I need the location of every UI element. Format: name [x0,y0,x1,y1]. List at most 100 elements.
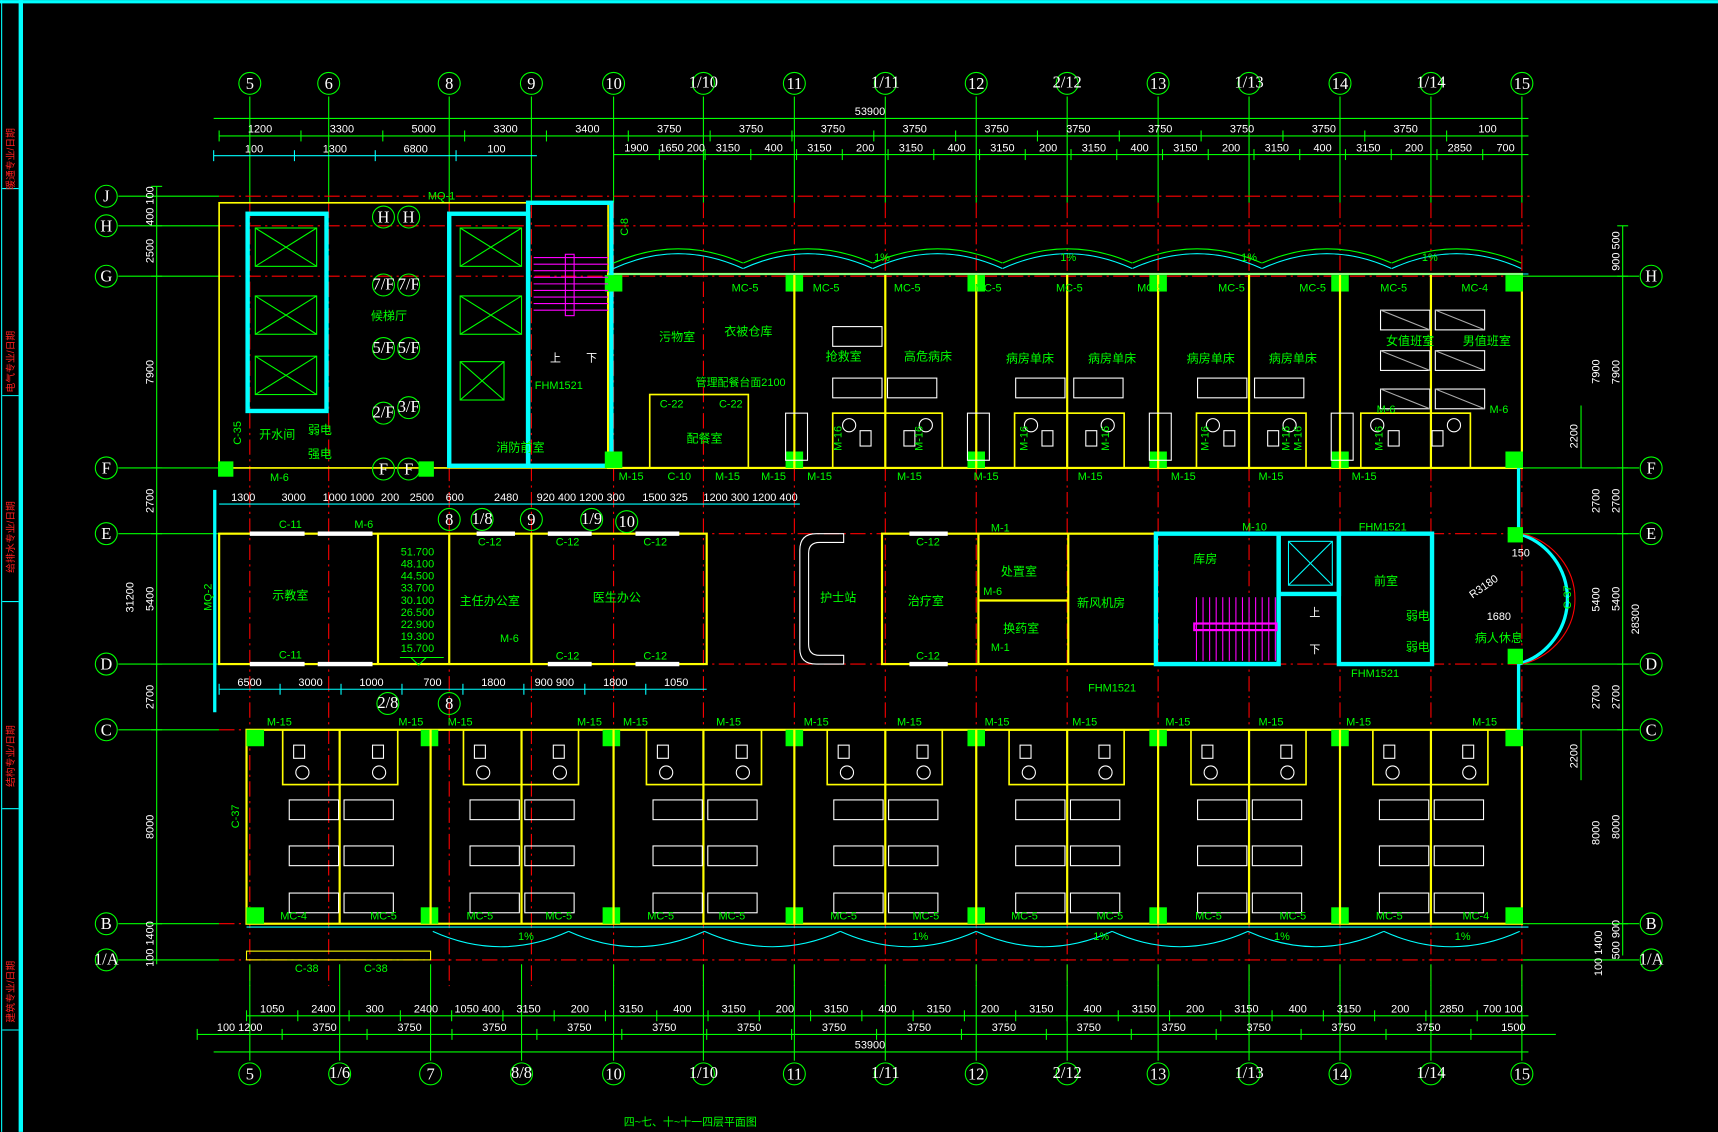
axis-bubble-core: 7/F [397,273,421,297]
axis-bubble-bottom: 1/11 [871,1062,900,1086]
axis-bubble-top: 14 [1328,71,1352,95]
tag-door: M-15 [715,471,740,483]
dimension-value: 1500 325 [642,492,688,504]
balcony-edge [1391,248,1522,264]
dimension-value: 5400 [144,587,156,611]
tag-door: M-6 [1377,404,1396,416]
tag-balcony-door: MC-5 [1137,283,1164,295]
axis-bubble-top: 11 [782,71,806,95]
bed [1251,799,1303,821]
dimension-value: 8000 [1591,821,1603,845]
fixtures [218,248,1529,961]
tag-slope: 1% [518,931,534,943]
bed [343,892,394,914]
shaft [1148,412,1172,461]
stair-handrail [1193,622,1278,632]
axis-bubble-middle: 10 [615,510,639,534]
axis-label: 13 [1150,1064,1166,1083]
axis-bubble-right: C [1639,718,1663,742]
bed [1197,892,1248,914]
dimension-value: 2700 [1610,489,1622,513]
axis-label: 1/14 [1416,1063,1445,1082]
elevation-value: 33.700 [401,583,434,595]
elevation-value: 48.100 [401,559,434,571]
balcony-edge [704,930,841,948]
tag-door: M-15 [619,471,644,483]
dimension-value: 3150 [1337,1003,1361,1015]
dimension-value: 3150 [1173,142,1197,154]
axis-bubble-left: D [94,652,118,676]
bed [524,799,575,821]
room-rescue: 抢救室 [826,349,862,364]
bed [707,799,758,821]
axis-label: 7/F [398,274,420,293]
bed [1378,892,1430,914]
window-opening [635,661,680,667]
bed [1197,377,1248,399]
washbasin [371,765,387,780]
tag-fire-door: FHM1521 [1359,521,1407,533]
dimension-value: 3750 [822,1022,846,1034]
bed [888,799,939,821]
tag-door: M-15 [716,716,741,728]
dimension-value: 2850 [1439,1003,1463,1015]
dimension-value: 3150 [1029,1003,1053,1015]
frame-top-border [0,0,1718,4]
bed [343,799,394,821]
bed-diagonal [1380,388,1431,410]
dimension-value: 3150 [516,1003,540,1015]
axis-bubble-core: F [371,457,395,481]
axis-label: F [1647,458,1656,477]
dimension-value: 400 [1289,1003,1307,1015]
tag-door: M-16 [1281,426,1293,451]
tag-door: M-6 [500,633,519,645]
shaft [966,412,990,461]
balcony-edge [1261,248,1392,264]
axis-label: 1/A [94,949,119,968]
axis-bubble-middle: 1/8 [470,507,494,531]
room-treatment: 治疗室 [908,593,944,608]
radius-offset-dimension: 1680 [1487,611,1511,623]
axis-bubble-top: 1/11 [871,71,900,95]
column [246,729,265,747]
axis-bubble-right: E [1639,522,1663,546]
dimension-value: 3750 [1394,124,1418,136]
room-high-risk: 高危病床 [904,349,952,364]
dimension-value: 2400 [414,1003,438,1015]
room-female-duty: 女值班室 [1386,333,1434,348]
toilet [1098,744,1111,759]
tag-slope: 1% [874,252,890,264]
dimension-value: 3750 [1066,124,1090,136]
axis-bubble-top: 10 [602,71,626,95]
tag-door: M-15 [1165,716,1190,728]
dimension-value: 1050 400 [454,1003,500,1015]
axis-bubble-core: 7/F [371,273,395,297]
washbasin [1370,418,1385,433]
axis-label: E [1646,524,1656,543]
axis-bubble-left: 1/A [94,948,119,972]
axis-bubble-bottom: 15 [1510,1062,1534,1086]
room-male-duty: 男值班室 [1463,333,1511,348]
balcony-edge [1391,253,1522,270]
room-fresh-air: 新风机房 [1077,595,1125,610]
bed [1433,845,1485,867]
washbasin [839,765,855,780]
tag-balcony-door: MC-5 [1097,910,1124,922]
axis-label: E [101,524,111,543]
toilet-block [1372,728,1489,786]
balcony-edge [840,930,977,948]
elevator-shafts [254,227,1333,586]
tag-window: C-12 [916,537,940,549]
sidebar-label-structure: 结构专业/日期 [4,725,17,787]
axis-label: B [101,914,112,933]
tag-slope: 1% [1060,252,1076,264]
axis-bubble-bottom: 13 [1146,1062,1170,1086]
dimension-value: 3750 [1230,124,1254,136]
dimension-value: 2700 [1610,685,1622,709]
axis-label: 8/8 [511,1063,532,1082]
tag-window: C-10 [667,471,691,483]
room-teaching: 示教室 [272,587,308,602]
